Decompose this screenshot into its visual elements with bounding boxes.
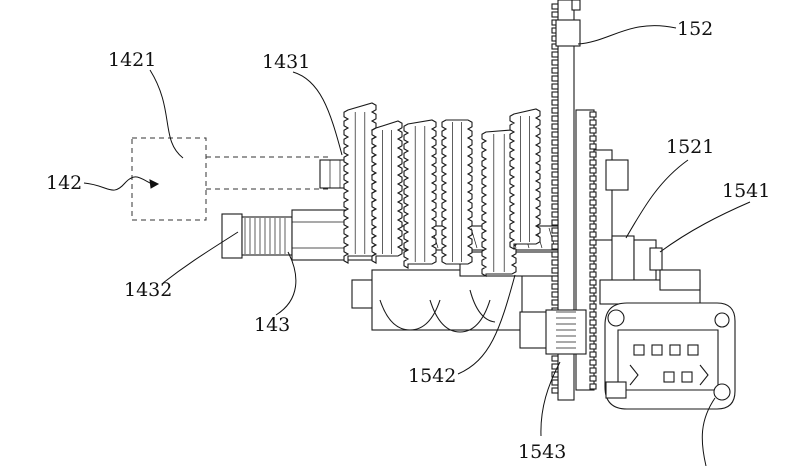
gear-2 xyxy=(371,120,403,264)
gear-4 xyxy=(441,119,473,265)
label-1542: 1542 xyxy=(408,365,456,387)
label-1521: 1521 xyxy=(666,136,714,158)
label-142: 142 xyxy=(46,172,82,194)
leader-lines xyxy=(83,25,751,466)
label-1541: 1541 xyxy=(722,180,770,202)
label-1432: 1432 xyxy=(124,279,172,301)
gear-stacks xyxy=(343,102,541,277)
label-152: 152 xyxy=(677,18,713,40)
label-1431: 1431 xyxy=(262,51,310,73)
gear-6 xyxy=(509,108,541,250)
gear-1 xyxy=(343,102,377,264)
gear-3 xyxy=(403,119,437,269)
label-143: 143 xyxy=(254,314,290,336)
label-1543: 1543 xyxy=(518,441,566,463)
callout-labels: 1421 142 1431 1432 143 152 1521 1541 154… xyxy=(46,18,770,463)
label-1421: 1421 xyxy=(108,49,156,71)
dashed-module-142 xyxy=(131,137,330,221)
right-gear-assembly xyxy=(545,109,663,391)
motor-unit xyxy=(599,269,736,410)
lower-housing xyxy=(351,251,561,349)
